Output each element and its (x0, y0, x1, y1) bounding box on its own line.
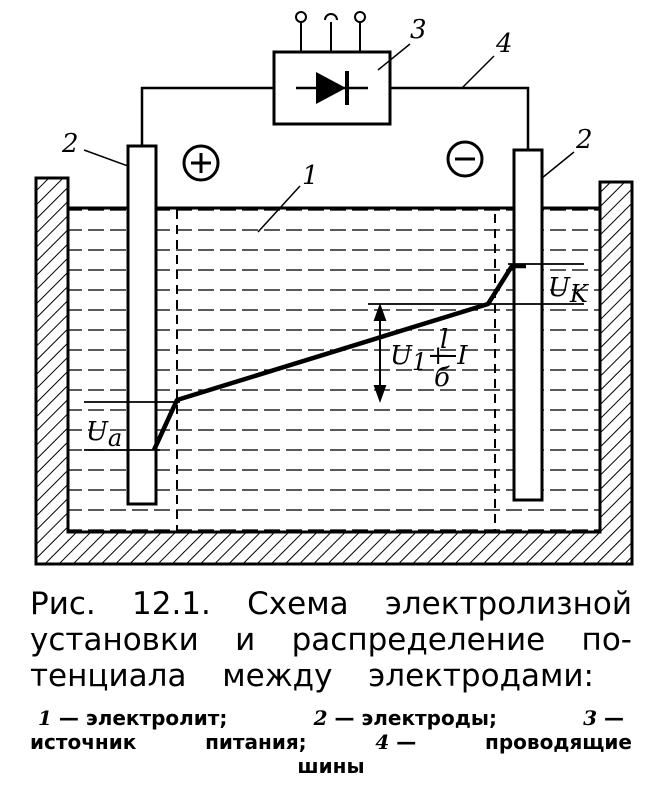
legend-item: 1 — электролит; (38, 706, 227, 730)
legend-item: 2 — электроды; (314, 706, 497, 730)
diode-icon (316, 72, 346, 104)
electrolyte-label: 1 (302, 161, 319, 191)
legend-number: 3 (583, 706, 598, 730)
formula-denominator: б (434, 363, 450, 393)
potential-levels (84, 263, 584, 451)
legend-item: 3 — (583, 706, 624, 730)
caption-line: тенциала между электродами: (30, 658, 632, 694)
busbar-label: 4 (495, 29, 513, 59)
electrode-right-label: 2 (575, 125, 593, 155)
legend-line: шины (30, 754, 632, 778)
legend-text: шины (297, 754, 365, 778)
legend-number: 2 (313, 706, 328, 730)
minus-icon (446, 140, 484, 178)
legend-text: — электроды; (334, 706, 497, 730)
cathode-electrode (512, 148, 544, 502)
legend-text: проводящие (485, 730, 632, 754)
legend-text: источник (30, 730, 137, 754)
caption-word: распределение (291, 622, 546, 658)
caption-line: установки и распределение по- (30, 622, 632, 658)
caption-word: Рис. (30, 586, 96, 622)
legend-line: 1 — электролит; 2 — электроды; 3 — (30, 706, 632, 730)
potential-curve (151, 263, 526, 451)
caption-word: по- (581, 622, 632, 658)
legend-text: — электролит; (58, 706, 228, 730)
anode-potential-label: Ua (86, 417, 122, 452)
legend-number: 1 (38, 706, 52, 730)
caption-word: 12.1. (132, 586, 211, 622)
legend-text: — (604, 706, 624, 730)
legend-text: питания; (205, 730, 307, 754)
caption-word: между (222, 658, 333, 694)
caption-line: Рис. 12.1. Схема электролизной (30, 586, 632, 622)
caption-word: электродами: (368, 658, 594, 694)
formula-numerator: l (440, 325, 448, 355)
boundary-lines (176, 210, 496, 532)
caption-word: Схема (247, 586, 349, 622)
legend-text: — (396, 730, 417, 754)
cathode-potential-label: UK (548, 273, 590, 308)
plus-icon (182, 144, 220, 182)
voltage-drop-arrow (373, 303, 387, 403)
legend-item: 4 — (375, 730, 416, 754)
caption-word: и (235, 622, 256, 658)
caption-word: установки (30, 622, 199, 658)
electrolysis-diagram: 2 2 1 3 4 Ua UK U1+ I l б (34, 11, 634, 566)
caption-word: тенциала (30, 658, 187, 694)
legend-line: источник питания; 4 — проводящие (30, 730, 632, 754)
figure-legend: 1 — электролит; 2 — электроды; 3 — источ… (30, 706, 632, 778)
terminal-icon (354, 11, 366, 23)
legend-number: 4 (375, 730, 390, 754)
electrode-left-label: 2 (61, 129, 79, 159)
caption-word: электролизной (384, 586, 632, 622)
leader-lines (83, 43, 575, 233)
voltage-drop-formula: U1+ I (390, 341, 468, 376)
terminal-icon (324, 13, 338, 21)
power-source-label: 3 (410, 15, 427, 45)
figure-caption: Рис. 12.1. Схема электролизной установки… (30, 586, 632, 694)
power-source (272, 11, 392, 126)
busbar-wires (140, 86, 530, 150)
terminal-icon (295, 11, 307, 23)
